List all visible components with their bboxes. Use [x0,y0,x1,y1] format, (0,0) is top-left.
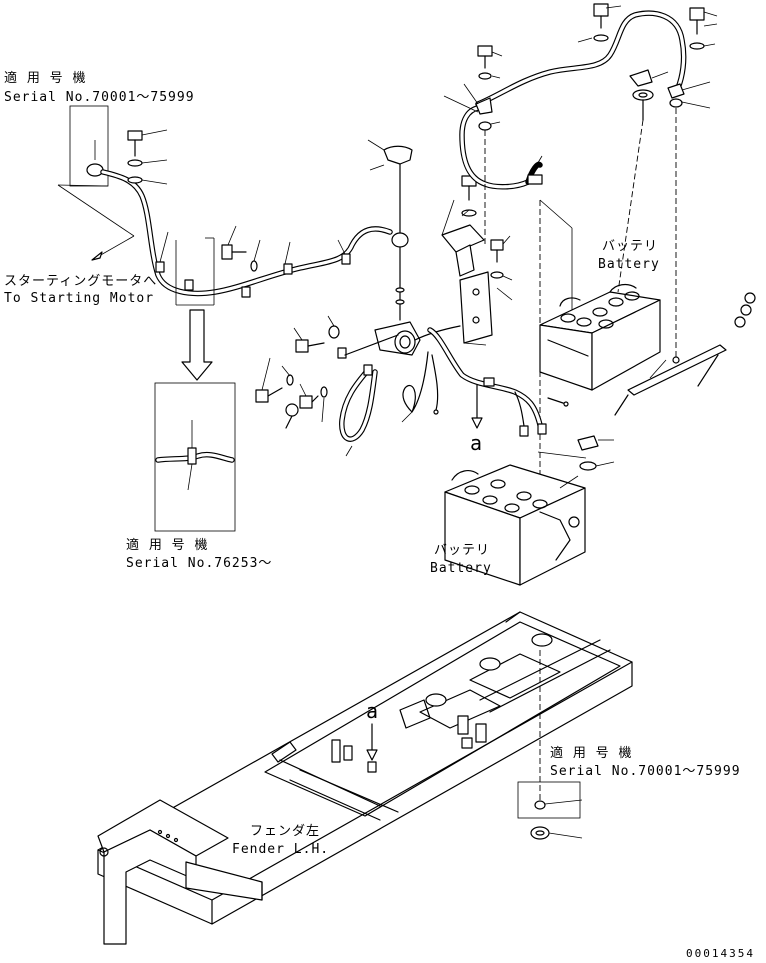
ref-a-upper: a [470,431,483,455]
starting-motor-jp: スターティングモータへ [4,274,157,289]
drawing-number: 00014354 [686,947,755,960]
serial-top-en: Serial No.70001～75999 [4,90,195,105]
ref-a-lower: a [366,699,379,723]
clamp-detail-box [154,382,236,532]
serial-bottom-jp: 適 用 号 機 [550,745,632,761]
serial-mid-en: Serial No.76253～ [126,556,272,571]
fender-jp: フェンダ左 [250,824,320,839]
hold-down-bar [614,292,756,416]
starting-motor-en: To Starting Motor [4,291,154,306]
serial-top-jp: 適 用 号 機 [4,70,86,86]
nut-detail [517,781,583,840]
relay-assembly [255,139,513,457]
fender-en: Fender L.H. [232,842,329,857]
battery-cables [443,3,718,500]
lower-battery [444,435,615,586]
serial-mid-jp: 適 用 号 機 [126,537,208,553]
harness [427,327,569,437]
serial-bottom-en: Serial No.70001～75999 [550,764,741,779]
battery-lower-jp: バッテリ [434,543,490,558]
battery-upper-jp: バッテリ [602,239,658,254]
chassis-frame [97,611,633,945]
upper-battery [539,283,661,391]
battery-lower-en: Battery [430,561,492,576]
starting-motor-cable [57,105,393,381]
battery-upper-en: Battery [598,257,660,272]
